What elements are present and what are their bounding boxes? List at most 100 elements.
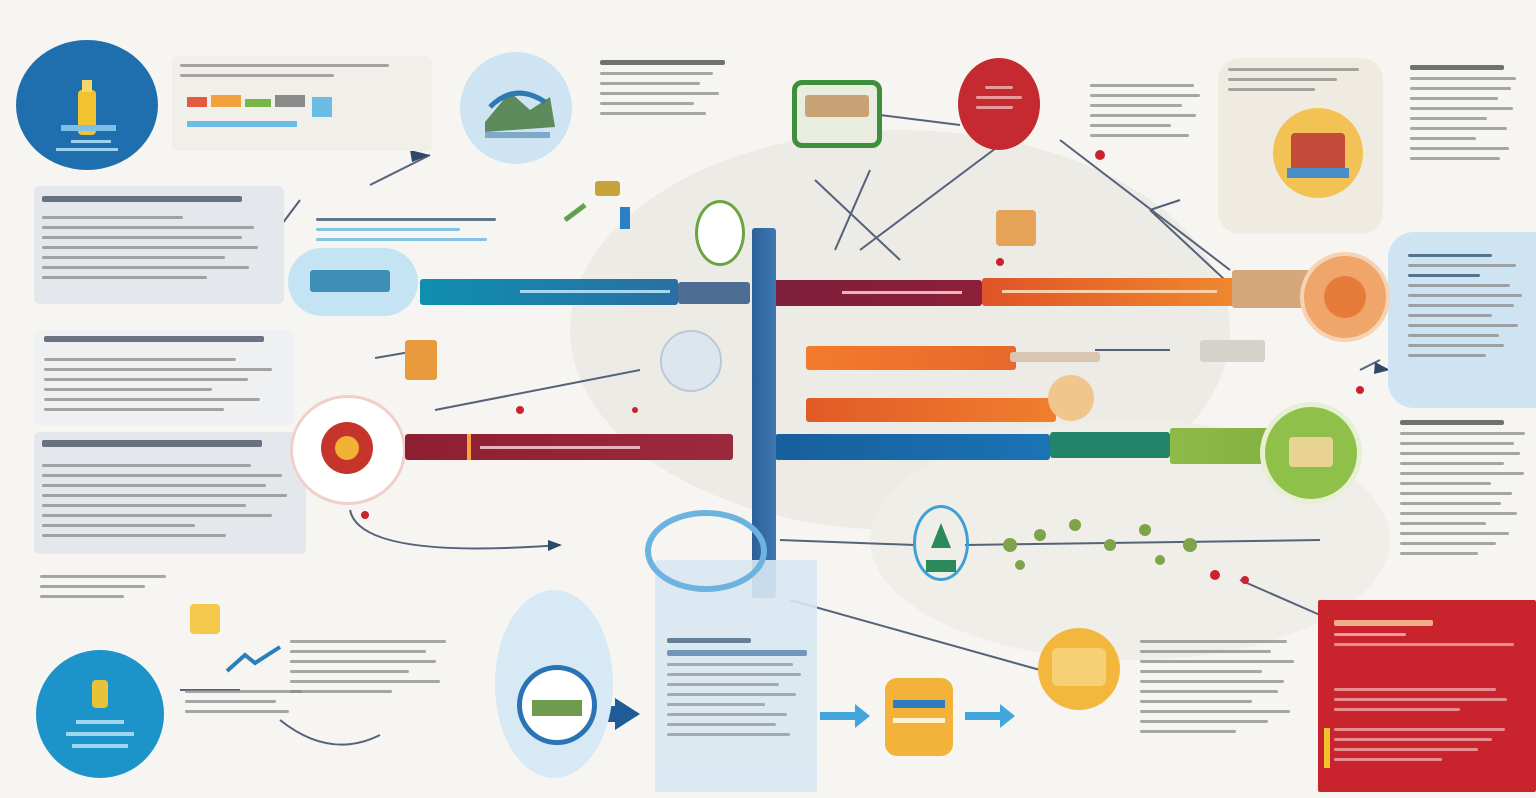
plant-ring: [913, 505, 969, 581]
bottom-left-text: [40, 575, 180, 605]
tablet-icon: [1289, 437, 1333, 467]
connector-line: [1059, 139, 1231, 271]
connector-line: [279, 719, 381, 746]
band-orange-2: [806, 346, 1016, 370]
connector-line: [369, 154, 431, 186]
map-shape: [870, 420, 1390, 660]
top-right-panel: [1218, 58, 1383, 234]
connector-line: [834, 169, 871, 251]
note-icon: [190, 604, 220, 634]
text-lines: [42, 216, 277, 286]
leaf-icon: [1069, 519, 1081, 531]
top-center-badge: [460, 52, 572, 164]
text-lines: [600, 60, 725, 122]
connector-line: [1359, 359, 1381, 371]
left-panel-2: [34, 330, 294, 425]
band-navy-1: [678, 282, 750, 304]
leaf-icon: [1034, 529, 1046, 541]
connector-line: [374, 351, 411, 359]
marker-dot: [1095, 150, 1105, 160]
text-lines: [185, 690, 315, 720]
connector-line: [879, 114, 961, 126]
flow-arrow-icon: [820, 704, 870, 728]
connector-line: [859, 144, 1001, 251]
text-lines: [1408, 254, 1528, 364]
connector-line: [1239, 579, 1321, 616]
band-teal-green: [1050, 432, 1170, 458]
panel-heading-line: [44, 336, 264, 349]
text-lines: [1228, 68, 1373, 98]
drop-panel: [495, 590, 613, 778]
connector-line: [964, 539, 1321, 546]
band-maroon-2: [405, 434, 733, 460]
leaf-icon: [1183, 538, 1197, 552]
top-left-panel: [172, 56, 432, 151]
connector-line: [349, 509, 561, 550]
text-lines: [44, 358, 284, 418]
left-panel-3: [34, 432, 306, 554]
band-orange-main: [982, 278, 1242, 306]
text-lines: [1334, 728, 1514, 768]
text-lines: [316, 218, 496, 248]
text-lines: [1334, 620, 1514, 653]
document-icon: [405, 340, 437, 380]
flow-arrow-icon: [965, 704, 1015, 728]
band-orange-3: [806, 398, 1056, 422]
bullet-bar: [1324, 728, 1330, 768]
gear-ring: [290, 395, 406, 505]
panel-heading-line: [42, 440, 262, 454]
package-icon: [885, 678, 953, 756]
arrow-icon: [1374, 362, 1390, 374]
text-lines: [1090, 84, 1205, 144]
marker-dot: [996, 258, 1004, 266]
text-lines: [1410, 65, 1520, 167]
text-lines: [290, 640, 460, 700]
connector-line: [434, 369, 641, 411]
band-orange-2-tail: [1010, 352, 1100, 362]
machine-icon: [1273, 108, 1363, 198]
marker-dot: [1356, 386, 1364, 394]
bottom-left-badge: [36, 650, 164, 778]
machine-icon: [792, 80, 882, 148]
connector-line: [814, 179, 901, 261]
leaf-icon: [1104, 539, 1116, 551]
top-left-badge: [16, 40, 158, 170]
clock-icon: [1300, 252, 1390, 342]
text-lines: [1334, 688, 1514, 718]
badge-lines: [976, 86, 1022, 116]
text-lines: [667, 638, 807, 743]
connector-line: [1149, 199, 1181, 211]
bottle-icon: [66, 680, 134, 748]
tools-icon: [563, 181, 630, 229]
arrow-icon: [548, 540, 562, 551]
leaf-icon: [1015, 560, 1025, 570]
capsule-start: [288, 248, 418, 316]
pipe-loop-icon: [645, 510, 767, 592]
connector-line: [779, 539, 916, 546]
band-teal: [420, 279, 678, 305]
badge-icon: [1038, 628, 1120, 710]
bottom-right-red-panel: [1318, 600, 1536, 792]
left-panel-1: [34, 186, 284, 304]
connector-line: [789, 599, 1041, 671]
marker-dot: [516, 406, 524, 414]
leaf-icon: [1155, 555, 1165, 565]
band-maroon-1: [772, 280, 982, 306]
chart-line-icon: [225, 645, 282, 673]
leaf-icon: [1139, 524, 1151, 536]
burst-icon: [1048, 375, 1094, 421]
connector-line: [1149, 209, 1226, 281]
text-lines: [1140, 640, 1300, 740]
text-lines: [42, 464, 297, 544]
text-lines: [1400, 420, 1530, 562]
right-info-panel: [1388, 232, 1536, 408]
bottom-center-panel: [655, 560, 817, 792]
gauge-icon: [517, 665, 597, 745]
bottle-icon: [56, 80, 118, 151]
scale-icon: [1200, 340, 1265, 362]
plant-icon: [926, 523, 956, 572]
chart-icon: [187, 95, 332, 127]
marker-dot: [632, 407, 638, 413]
band-blue: [775, 434, 1050, 460]
